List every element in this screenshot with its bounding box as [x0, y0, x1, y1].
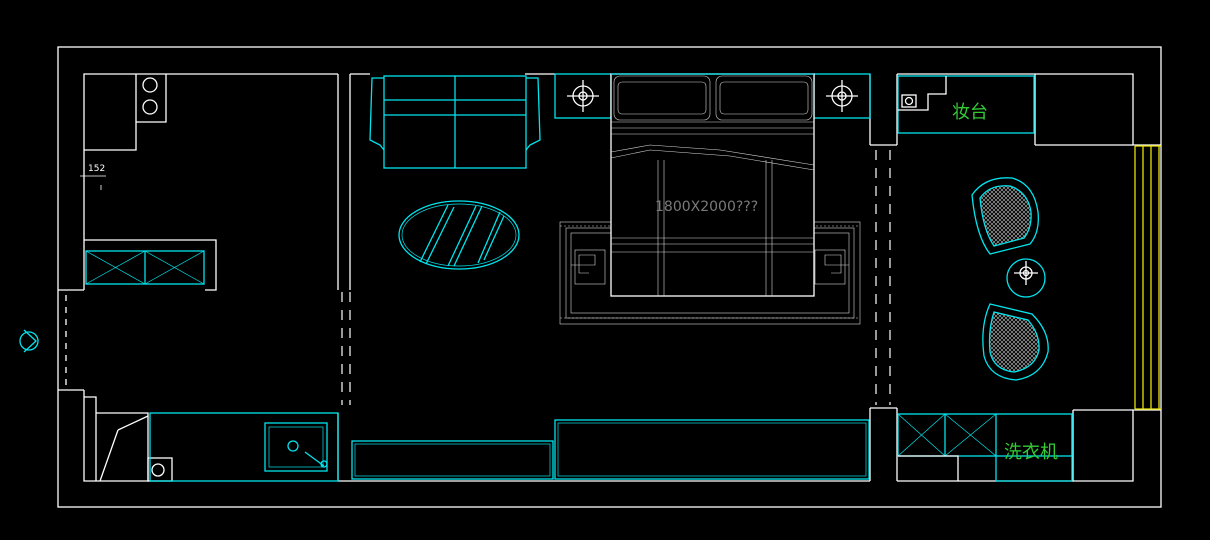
- bed-size-label: 1800X2000???: [655, 199, 758, 215]
- door-openings: [65, 150, 891, 405]
- sink-counter: [149, 412, 339, 482]
- left-cabinet: [84, 239, 217, 291]
- outer-wall: [57, 46, 1162, 508]
- washing-machine-cabinet: 洗衣机: [897, 413, 1073, 482]
- vanity: 妆台: [897, 75, 1035, 134]
- round-side-table: [1006, 258, 1046, 298]
- chair-bottom: [982, 303, 1049, 381]
- nightstand-left: [554, 73, 612, 119]
- oval-table: [398, 200, 520, 270]
- sofa: [369, 75, 541, 169]
- bottom-cabinets: [351, 419, 870, 480]
- bathroom-fixtures: [84, 396, 173, 482]
- washing-machine-label: 洗衣机: [1004, 442, 1058, 463]
- window: [1134, 145, 1161, 410]
- bed: 1800X2000???: [610, 73, 815, 297]
- chair-top: [971, 177, 1039, 255]
- stove: [84, 74, 167, 151]
- dimension-label: 152: [88, 164, 105, 174]
- nightstand-right: [813, 73, 871, 119]
- entrance-marker-icon: [19, 329, 39, 353]
- dimension-mark: 152: [80, 164, 106, 190]
- vanity-label: 妆台: [952, 102, 988, 123]
